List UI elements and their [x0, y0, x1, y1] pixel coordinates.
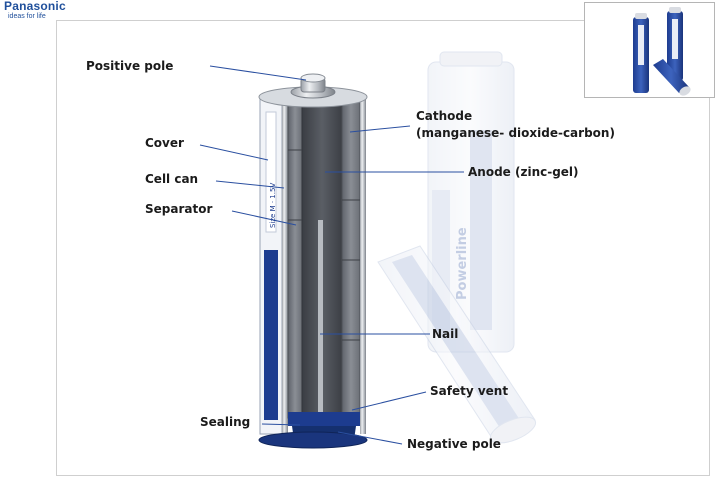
label-cathode: Cathode — [416, 109, 473, 123]
brand-name: Panasonic — [4, 0, 66, 13]
leader-cell-can — [215, 180, 285, 189]
brand-logo: Panasonic ideas for life — [4, 0, 66, 21]
label-nail: Nail — [432, 327, 459, 341]
thumbnail-battery-lying — [653, 59, 691, 96]
battery-thumbnail — [584, 2, 715, 98]
thumbnail-battery-right — [667, 7, 683, 81]
cutaway-battery — [258, 73, 368, 449]
leader-separator — [231, 210, 297, 226]
label-separator: Separator — [145, 202, 213, 216]
label-safety-vent: Safety vent — [430, 384, 509, 398]
leader-safety-vent — [351, 391, 427, 411]
label-cover: Cover — [145, 136, 184, 150]
brand-tagline: ideas for life — [8, 13, 46, 20]
leader-negative-pole — [337, 431, 403, 445]
leader-sealing — [261, 423, 301, 426]
leader-positive-pole — [209, 65, 307, 81]
diagram-frame — [56, 20, 710, 476]
leader-cover — [199, 144, 269, 161]
label-cathode-material: (manganese- dioxide-carbon) — [416, 126, 615, 140]
label-anode: Anode (zinc-gel) — [468, 165, 579, 179]
leader-cathode — [349, 125, 411, 133]
battery-print-brand: Powerline — [455, 227, 470, 300]
label-cell-can: Cell can — [145, 172, 199, 186]
label-positive-pole: Positive pole — [86, 59, 174, 73]
label-negative-pole: Negative pole — [407, 437, 501, 451]
background-battery-lying — [377, 245, 537, 444]
thumbnail-battery-left — [633, 13, 649, 93]
leader-lines — [199, 65, 464, 445]
battery-print-size: Size M · 1.5V — [269, 183, 277, 228]
label-sealing: Sealing — [200, 415, 251, 429]
